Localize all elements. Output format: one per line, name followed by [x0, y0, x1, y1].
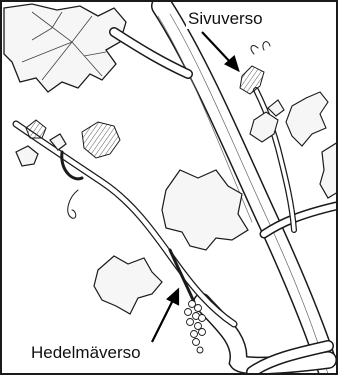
lateral-shoot-label: Sivuverso — [186, 9, 265, 29]
fruiting-shoot-leaves — [16, 134, 248, 314]
lateral-shoot-tip-cluster — [240, 66, 264, 94]
fruiting-shoot-label: Hedelmäverso — [29, 343, 143, 363]
fruiting-shoot-arrow — [152, 290, 178, 342]
large-leaf-top-left — [4, 4, 126, 92]
leaf-top-right-edge — [320, 142, 338, 198]
